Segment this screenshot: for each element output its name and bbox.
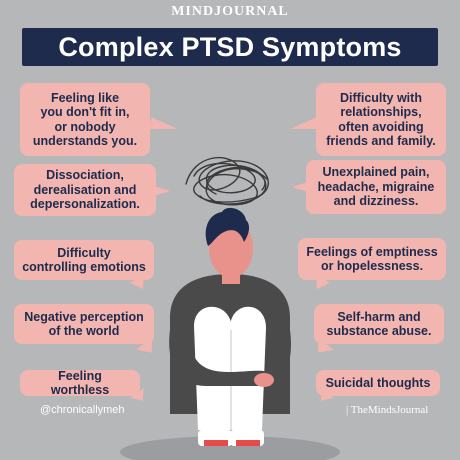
symptom-text: Difficulty with relationships, often avo… — [326, 90, 436, 148]
bubble-tail — [149, 117, 179, 135]
page-title: Complex PTSD Symptoms — [22, 28, 438, 66]
symptom-bubble-right-5: Suicidal thoughts — [316, 370, 440, 396]
right-leg — [230, 306, 266, 430]
symptom-bubble-right-4: Self-harm and substance abuse. — [314, 304, 444, 344]
symptom-text: Feeling worthless — [50, 368, 110, 397]
left-sock-stripe — [204, 440, 228, 446]
right-arm — [256, 330, 291, 386]
brand-logo: MINDJOURNAL — [171, 4, 289, 19]
bubble-tail — [292, 182, 308, 192]
symptom-text: Dissociation, derealisation and deperson… — [30, 168, 140, 212]
symptom-text: Feelings of emptiness or hopelessness. — [306, 244, 438, 273]
symptom-bubble-left-4: Negative perception of the world — [14, 304, 154, 344]
symptom-text: Negative perception of the world — [24, 309, 144, 338]
symptom-bubble-right-3: Feelings of emptiness or hopelessness. — [298, 238, 446, 280]
symptom-text: Self-harm and substance abuse. — [326, 309, 432, 338]
symptom-bubble-left-5: Feeling worthless — [20, 368, 140, 397]
symptom-text: Suicidal thoughts — [325, 375, 431, 390]
credit-left: @chronicallymeh — [40, 404, 125, 416]
left-arm — [169, 330, 272, 386]
bubble-tail — [154, 186, 170, 196]
right-sock-stripe — [236, 440, 260, 446]
right-foot — [230, 430, 264, 446]
symptom-text: Feeling like you don't fit in, or nobody… — [32, 90, 138, 148]
symptom-text: Difficulty controlling emotions — [22, 245, 146, 274]
left-foot — [198, 430, 232, 446]
credit-right: | TheMindsJournal — [346, 404, 429, 416]
sweater — [170, 274, 290, 414]
symptom-text: Unexplained pain, headache, migraine and… — [317, 165, 435, 209]
symptom-bubble-left-3: Difficulty controlling emotions — [14, 240, 154, 280]
symptom-bubble-left-2: Dissociation, derealisation and deperson… — [14, 164, 156, 216]
hair — [205, 207, 250, 246]
floor-shadow — [120, 436, 340, 460]
hand — [254, 373, 274, 387]
head — [209, 218, 253, 278]
symptom-bubble-left-1: Feeling like you don't fit in, or nobody… — [20, 83, 150, 156]
symptom-bubble-right-2: Unexplained pain, headache, migraine and… — [306, 160, 446, 214]
left-leg — [194, 306, 232, 430]
neck — [222, 262, 240, 284]
symptom-bubble-right-1: Difficulty with relationships, often avo… — [316, 83, 446, 156]
bubble-tail — [289, 117, 319, 135]
scribble-icon — [185, 156, 269, 206]
